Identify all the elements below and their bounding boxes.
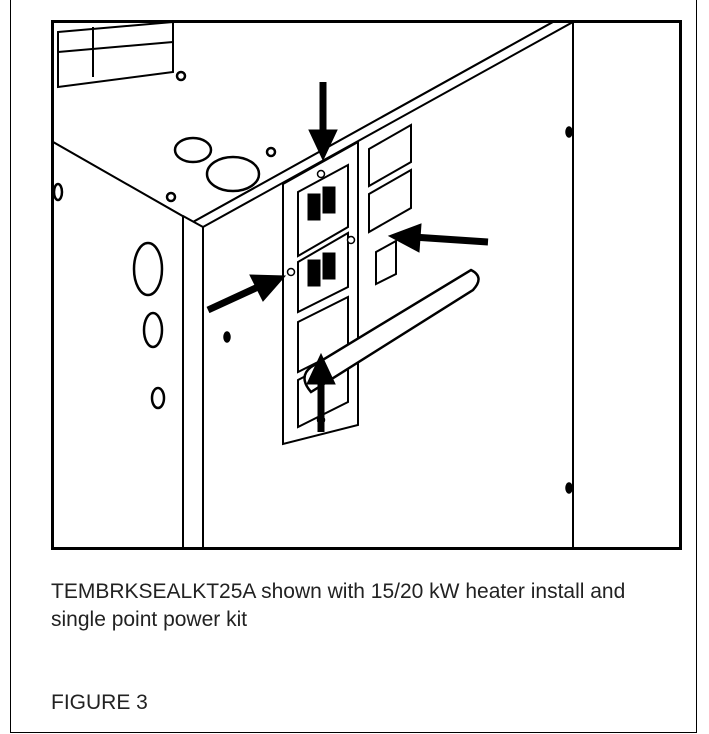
top-duct-opening (57, 22, 174, 89)
figure-caption: TEMBRKSEALKT25A shown with 15/20 kW heat… (51, 580, 626, 631)
knockout-panel-1 (368, 123, 412, 188)
top-screw (175, 70, 187, 82)
knockout-panel-2 (368, 168, 412, 234)
top-knockout-small (173, 136, 213, 164)
front-screw (223, 331, 231, 343)
cabinet-left-panel (53, 141, 194, 548)
side-screw (150, 386, 166, 410)
cabinet-corner-post (182, 215, 204, 548)
breaker-switch-1 (307, 193, 321, 221)
side-knockout-large (132, 241, 164, 297)
side-knockout-small (142, 311, 164, 349)
wire-channel (303, 268, 480, 394)
callout-arrows (206, 82, 489, 432)
breaker-switch-2 (307, 259, 321, 287)
figure-frame: TEMBRKSEALKT25A shown with 15/20 kW heat… (10, 0, 697, 733)
top-knockout-large (205, 155, 261, 193)
cabinet-drawing (53, 22, 680, 548)
cabinet-right-door (572, 22, 680, 548)
figure-label: FIGURE 3 (51, 691, 148, 714)
figure-illustration (51, 20, 682, 550)
